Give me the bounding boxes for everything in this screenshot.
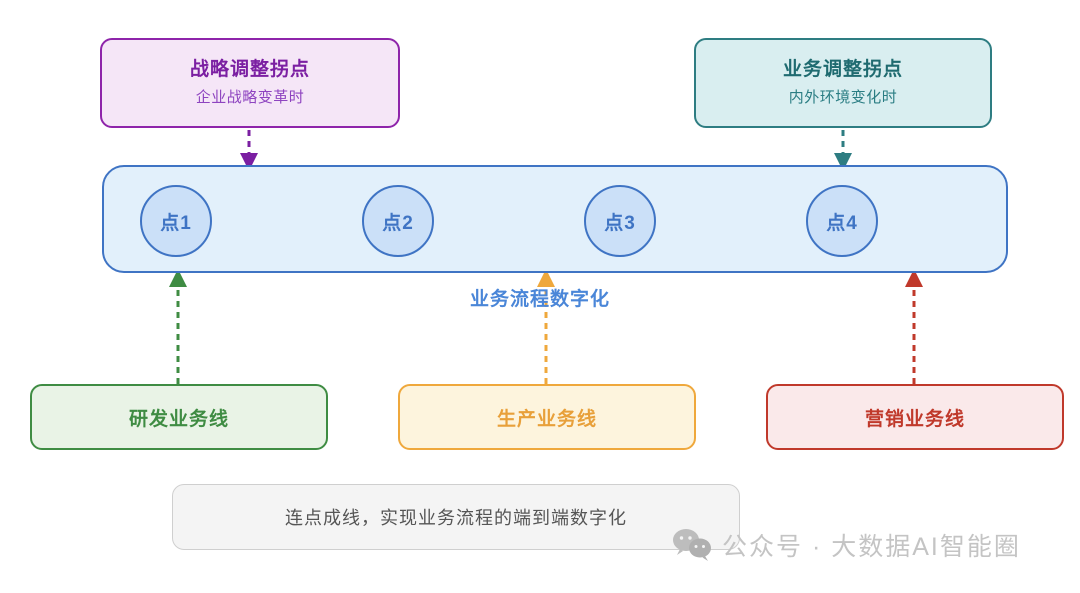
node-label: 点2 — [382, 212, 414, 234]
business-line-card-prod[interactable]: 生产业务线 — [398, 384, 696, 450]
pipeline-node-1[interactable]: 点1 — [140, 185, 212, 257]
business-line-label: 营销业务线 — [864, 408, 965, 430]
business-line-label: 生产业务线 — [496, 408, 597, 430]
business-line-card-mkt[interactable]: 营销业务线 — [766, 384, 1064, 450]
trigger-subtitle: 企业战略变革时 — [195, 89, 305, 106]
pipeline-node-2[interactable]: 点2 — [362, 185, 434, 257]
node-label: 点4 — [826, 212, 858, 234]
trigger-subtitle: 内外环境变化时 — [788, 89, 898, 106]
business-line-label: 研发业务线 — [128, 408, 229, 430]
trigger-card-business[interactable]: 业务调整拐点 内外环境变化时 — [694, 38, 992, 128]
node-label: 点1 — [160, 212, 192, 234]
trigger-title: 业务调整拐点 — [782, 59, 903, 81]
pipeline-container: 点1 点2 点3 点4 — [102, 165, 1008, 273]
node-label: 点3 — [604, 212, 636, 234]
pipeline-caption: 业务流程数字化 — [469, 289, 610, 310]
business-line-card-rd[interactable]: 研发业务线 — [30, 384, 328, 450]
pipeline-node-3[interactable]: 点3 — [584, 185, 656, 257]
trigger-card-strategy[interactable]: 战略调整拐点 企业战略变革时 — [100, 38, 400, 128]
pipeline-node-4[interactable]: 点4 — [806, 185, 878, 257]
summary-note-text: 连点成线，实现业务流程的端到端数字化 — [285, 508, 627, 528]
trigger-title: 战略调整拐点 — [189, 59, 310, 81]
summary-note: 连点成线，实现业务流程的端到端数字化 — [172, 484, 740, 550]
